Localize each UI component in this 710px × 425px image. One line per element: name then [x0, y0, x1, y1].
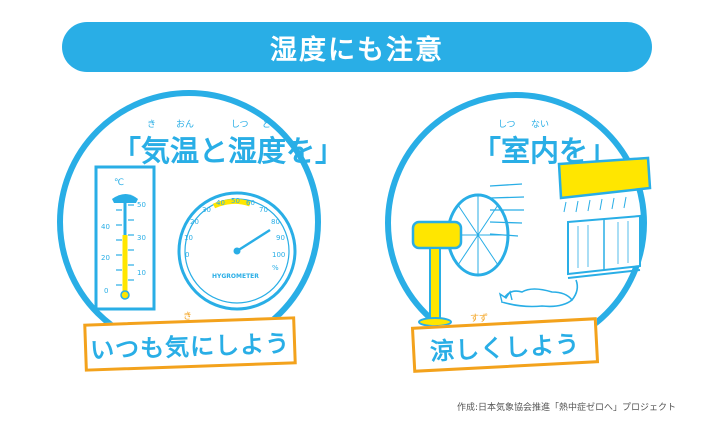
electric-fan-icon — [411, 193, 510, 327]
hygro-80: 80 — [271, 218, 280, 226]
cat-icon — [498, 279, 579, 308]
ruby-nai: ない — [531, 120, 550, 130]
hygrometer-icon: 0 10 20 30 40 50 60 70 80 90 100 % HYGRO… — [177, 191, 297, 311]
banner-title: 湿度にも注意 — [270, 34, 444, 66]
right-badge-text: 涼しくしよう — [429, 329, 581, 366]
air-conditioner-icon — [557, 156, 652, 213]
thermo-right-10: 10 — [137, 269, 146, 277]
window-icon — [567, 214, 641, 279]
left-badge-text: いつも気にしよう — [89, 329, 291, 364]
hygro-70: 70 — [259, 206, 268, 214]
title-banner: 湿度にも注意 — [62, 22, 652, 72]
hygro-10: 10 — [184, 234, 193, 242]
hygro-40: 40 — [216, 199, 225, 207]
hygro-100: 100 — [272, 251, 285, 259]
left-badge: いつも気にしよう — [83, 316, 297, 372]
hygro-90: 90 — [276, 234, 285, 242]
wind-lines-icon — [489, 183, 525, 237]
hygro-20: 20 — [190, 218, 199, 226]
hygro-50: 50 — [231, 197, 240, 205]
thermo-left-0: 0 — [104, 287, 108, 295]
ruby-do: ど — [262, 120, 272, 130]
thermo-left-40: 40 — [101, 223, 110, 231]
ruby-shitsu-right: しつ — [498, 120, 516, 130]
credit-text: 作成:日本気象協会推進「熱中症ゼロへ」プロジェクト — [456, 403, 676, 413]
hygro-60: 60 — [246, 199, 255, 207]
right-badge: 涼しくしよう — [410, 317, 600, 373]
ruby-shitsu: しつ — [231, 120, 249, 130]
hygro-30: 30 — [202, 206, 211, 214]
hygrometer-label: HYGROMETER — [212, 273, 259, 280]
thermometer-unit: ℃ — [114, 178, 124, 188]
thermo-right-30: 30 — [137, 234, 146, 242]
left-heading: 「気温と湿度を」 — [112, 134, 345, 168]
badge-ruby-suzu: すず — [470, 314, 489, 324]
ruby-on: おん — [176, 120, 195, 130]
hygro-unit: % — [272, 264, 279, 272]
badge-ruby-ki: き — [183, 312, 193, 322]
thermo-right-50: 50 — [137, 201, 146, 209]
thermometer-icon: ℃ 40 20 0 50 30 10 — [94, 165, 156, 311]
thermo-left-20: 20 — [101, 254, 110, 262]
ruby-ki: き — [147, 120, 157, 130]
hygro-0: 0 — [185, 251, 189, 259]
